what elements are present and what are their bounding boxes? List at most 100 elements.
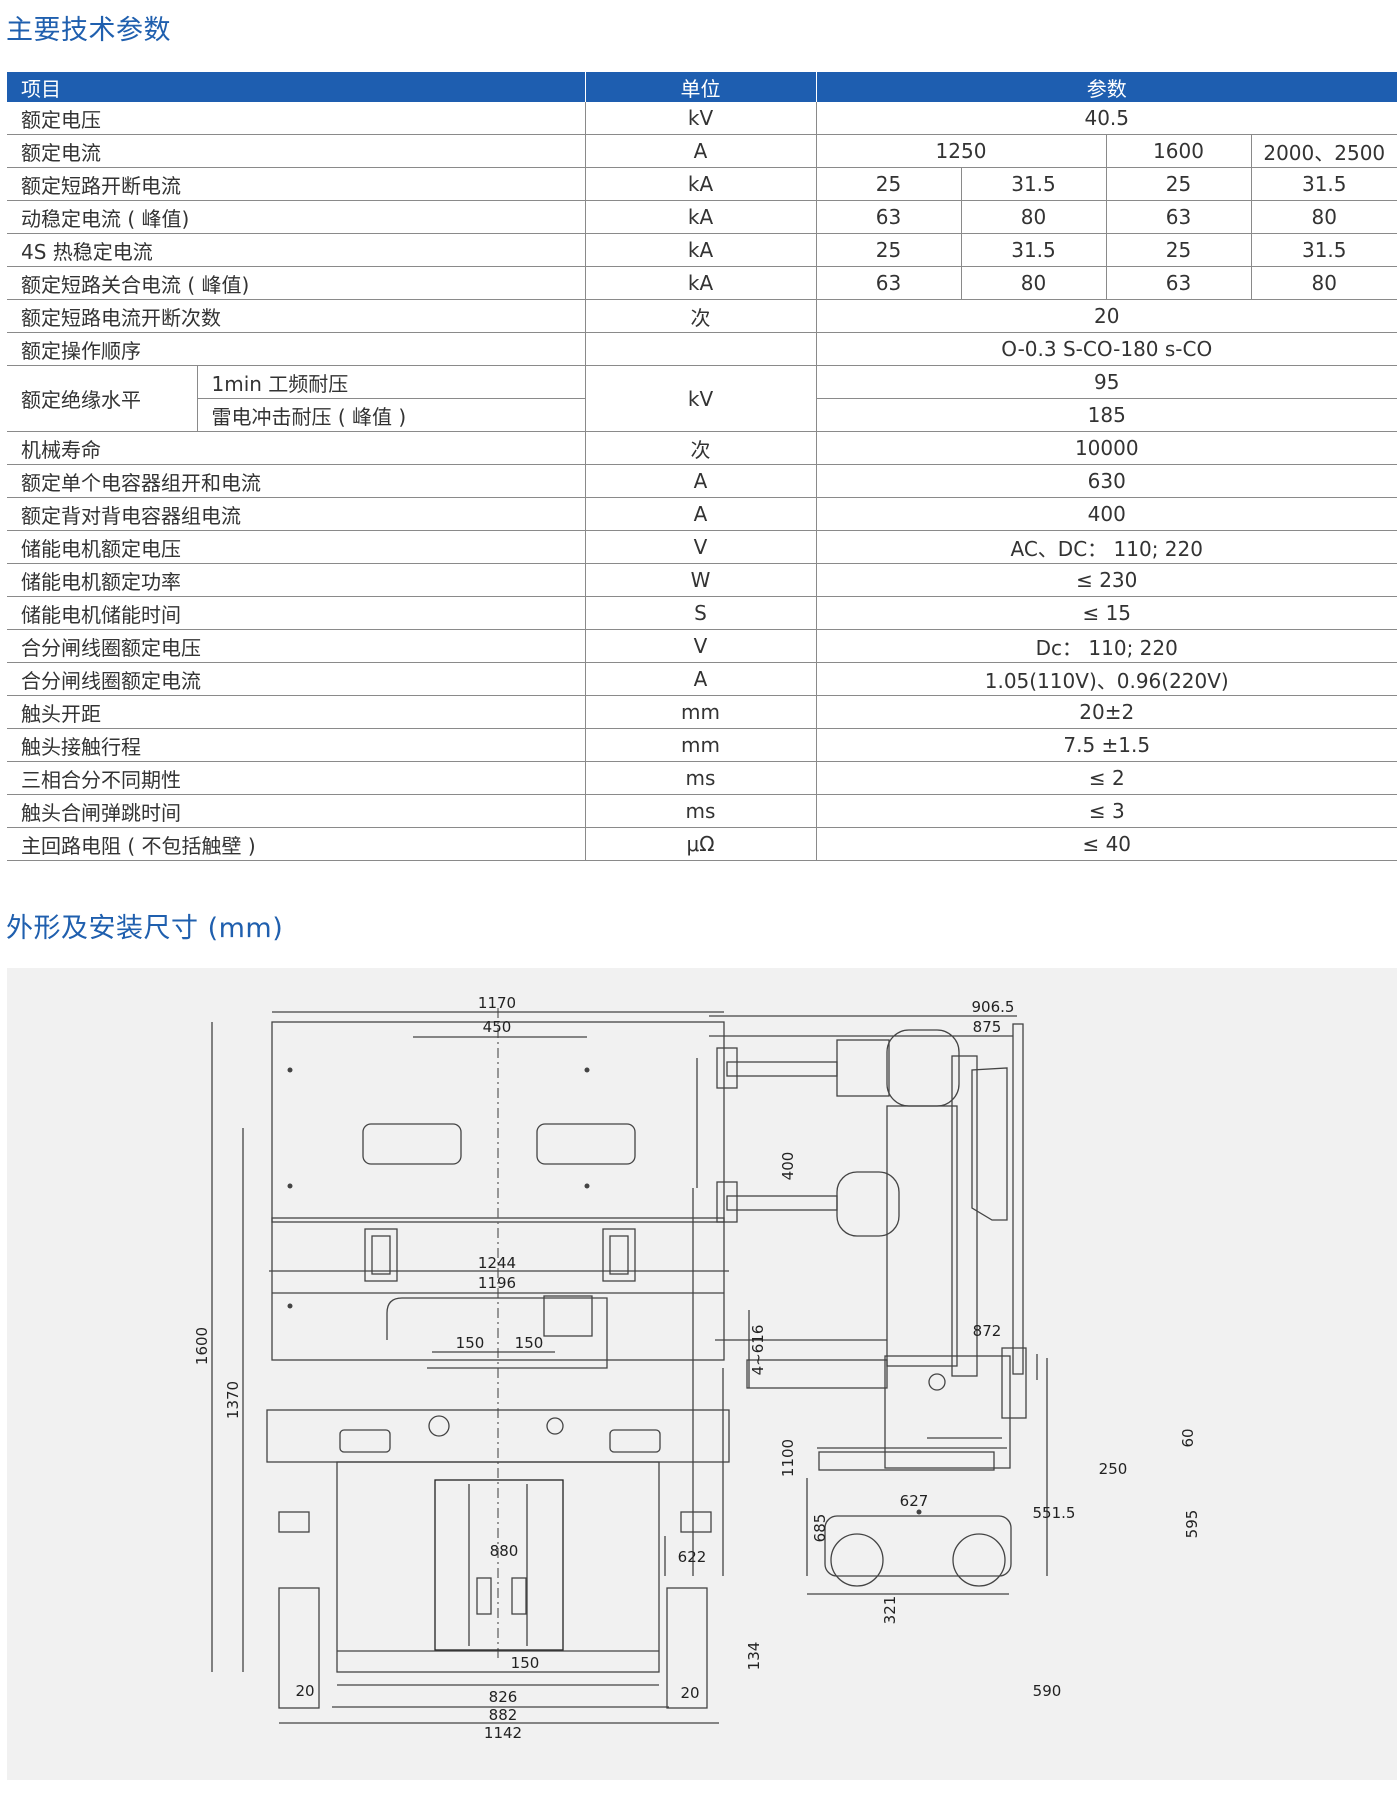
row-value: ≤ 40: [816, 827, 1397, 861]
front-handle-left: [364, 1228, 398, 1282]
side-mechanism-plate: [884, 1355, 1011, 1469]
row-unit: kA: [585, 266, 817, 300]
row-name: 额定背对背电容器组电流: [7, 497, 586, 531]
row-value: 1600: [1106, 134, 1252, 168]
row-value: 2000、2500: [1251, 134, 1397, 168]
row-unit: kV: [585, 365, 817, 432]
row-value: 630: [816, 464, 1397, 498]
dim-label: 20: [680, 1684, 699, 1702]
row-value: 1.05(110V)、0.96(220V): [816, 662, 1397, 696]
side-front-plate: [1012, 1023, 1024, 1375]
row-name: 储能电机额定电压: [7, 530, 586, 564]
row-name: 触头开距: [7, 695, 586, 729]
drawing-svg: 1170 450 1244 1196 150 150 4~616 1600 13…: [193, 994, 1201, 1742]
table-row: 触头接触行程 mm 7.5 ±1.5: [7, 728, 1397, 762]
dim-label: 150: [456, 1334, 485, 1352]
table-row: 额定背对背电容器组电流 A 400: [7, 497, 1397, 531]
row-value: ≤ 2: [816, 761, 1397, 795]
row-unit: mm: [585, 728, 817, 762]
row-value: 80: [1251, 266, 1397, 300]
dim-label: 627: [900, 1492, 929, 1510]
table-row: 额定单个电容器组开和电流 A 630: [7, 464, 1397, 498]
row-value: 80: [961, 266, 1107, 300]
table-row: 额定绝缘水平 1min 工频耐压 kV 95: [7, 365, 1397, 432]
row-unit: V: [585, 530, 817, 564]
row-name: 额定短路关合电流 ( 峰值): [7, 266, 586, 300]
dim-label: 875: [973, 1018, 1002, 1036]
spec-table: 项目 单位 参数 额定电压 kV 40.5 额定电流 A 1250 1600 2…: [7, 72, 1397, 861]
row-unit: A: [585, 497, 817, 531]
row-unit: 次: [585, 431, 817, 465]
row-value: 20±2: [816, 695, 1397, 729]
row-name: 储能电机额定功率: [7, 563, 586, 597]
dim-label: 1196: [478, 1274, 516, 1292]
table-row: 额定短路开断电流 kA 25 31.5 25 31.5: [7, 167, 1397, 201]
table-row: 触头开距 mm 20±2: [7, 695, 1397, 729]
side-rail: [818, 1451, 995, 1471]
row-unit: kA: [585, 167, 817, 201]
row-unit: μΩ: [585, 827, 817, 861]
row-name: 主回路电阻 ( 不包括触壁 ): [7, 827, 586, 861]
row-value: 31.5: [961, 167, 1107, 201]
row-unit: kA: [585, 200, 817, 234]
front-slot-left: [362, 1123, 462, 1165]
row-name: 动稳定电流 ( 峰值): [7, 200, 586, 234]
row-unit: ms: [585, 794, 817, 828]
row-name: 额定电压: [7, 102, 586, 135]
row-subname: 雷电冲击耐压 ( 峰值 ): [197, 398, 586, 432]
dim-label: 150: [515, 1334, 544, 1352]
row-value: 95: [816, 365, 1397, 399]
dim-label: 826: [489, 1688, 518, 1706]
dim-label: 1142: [484, 1724, 522, 1742]
row-value: ≤ 15: [816, 596, 1397, 630]
dim-label: 882: [489, 1706, 518, 1724]
row-value: 31.5: [1251, 167, 1397, 201]
row-unit: kV: [585, 102, 817, 135]
header-unit: 单位: [585, 72, 817, 102]
dim-label: 872: [973, 1322, 1002, 1340]
row-value: 40.5: [816, 102, 1397, 135]
side-wheel-rear: [952, 1533, 1006, 1587]
front-operating-panel: [434, 1479, 564, 1651]
dim-label: 590: [1033, 1682, 1062, 1700]
row-name: 额定操作顺序: [7, 332, 586, 366]
dimension-drawing: 1170 450 1244 1196 150 150 4~616 1600 13…: [7, 968, 1397, 1780]
row-unit: A: [585, 134, 817, 168]
row-value: 25: [1106, 233, 1252, 267]
row-name: 4S 热稳定电流: [7, 233, 586, 267]
table-row: 雷电冲击耐压 ( 峰值 ) 185: [7, 398, 1397, 432]
dim-label: 400: [779, 1152, 797, 1181]
row-name: 额定短路电流开断次数: [7, 299, 586, 333]
side-lower-insulator: [836, 1171, 900, 1237]
side-column: [886, 1105, 958, 1367]
dim-label: 1100: [779, 1439, 797, 1477]
table-row: 4S 热稳定电流 kA 25 31.5 25 31.5: [7, 233, 1397, 267]
row-unit: kA: [585, 233, 817, 267]
table-header-row: 项目 单位 参数: [7, 72, 1397, 102]
table-row: 主回路电阻 ( 不包括触壁 ) μΩ ≤ 40: [7, 827, 1397, 861]
dim-label: 1370: [224, 1381, 242, 1419]
header-item: 项目: [7, 72, 586, 102]
dim-label: 551.5: [1033, 1504, 1076, 1522]
table-row: 额定操作顺序 O-0.3 S-CO-180 s-CO: [7, 332, 1397, 366]
dim-label: 1170: [478, 994, 516, 1012]
row-value: 63: [1106, 200, 1252, 234]
table-row: 机械寿命 次 10000: [7, 431, 1397, 465]
row-value: 25: [1106, 167, 1252, 201]
row-unit: A: [585, 662, 817, 696]
row-value: 20: [816, 299, 1397, 333]
row-value: 185: [816, 398, 1397, 432]
row-name: 额定电流: [7, 134, 586, 168]
dim-label: 1244: [478, 1254, 516, 1272]
row-unit: S: [585, 596, 817, 630]
section-title-dimensions: 外形及安装尺寸 (mm): [6, 913, 284, 944]
table-row: 储能电机额定功率 W ≤ 230: [7, 563, 1397, 597]
row-value: 10000: [816, 431, 1397, 465]
row-name: 额定绝缘水平: [7, 365, 198, 432]
dimension-labels: 1170 450 1244 1196 150 150 4~616 1600 13…: [193, 994, 1201, 1742]
row-value: 400: [816, 497, 1397, 531]
row-value: ≤ 230: [816, 563, 1397, 597]
front-handle-right: [602, 1228, 636, 1282]
dim-label: 250: [1099, 1460, 1128, 1478]
row-value: 80: [1251, 200, 1397, 234]
